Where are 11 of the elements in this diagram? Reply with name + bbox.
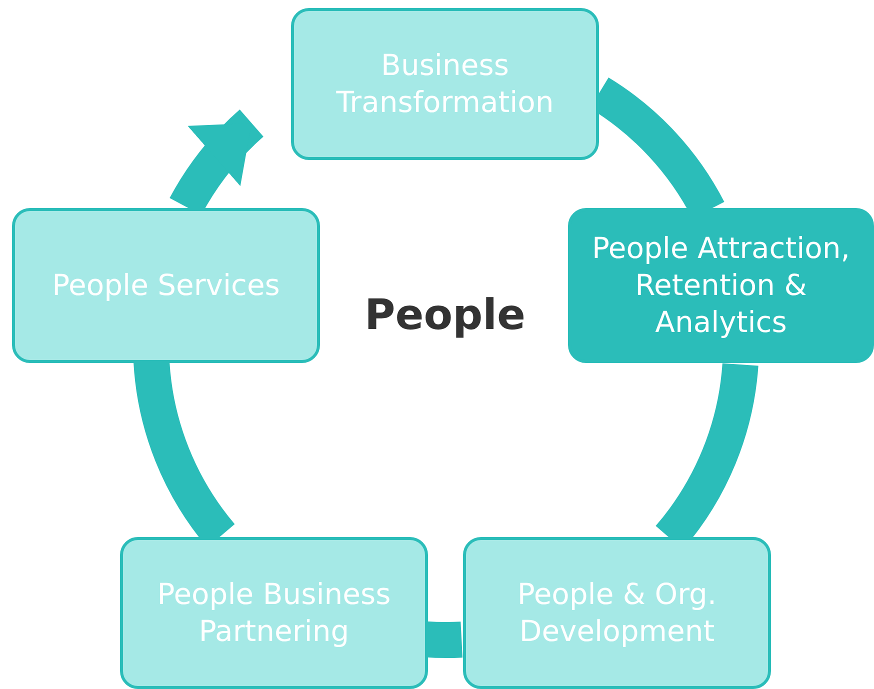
process-box <box>12 208 320 363</box>
process-box <box>291 8 599 160</box>
box-label: People Attraction, Retention & Analytics <box>590 230 852 341</box>
center-label: People <box>363 290 527 339</box>
box-label: People Services <box>51 267 281 304</box>
box-label: People & Org. Development <box>516 576 718 650</box>
process-box <box>463 537 771 689</box>
box-label: People Business Partnering <box>156 576 392 650</box>
process-box <box>568 208 874 363</box>
process-box <box>120 537 428 689</box>
box-label: Business Transformation <box>335 47 555 121</box>
